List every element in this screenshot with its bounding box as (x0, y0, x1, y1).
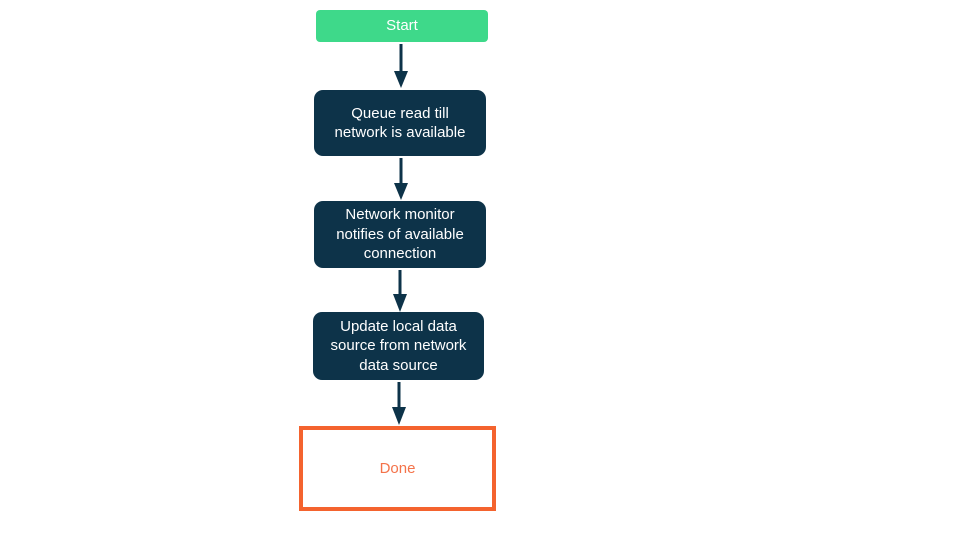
edge-monitor-to-update (391, 270, 409, 314)
node-queue-read[interactable]: Queue read till network is available (314, 90, 486, 156)
node-done[interactable]: Done (299, 426, 496, 511)
node-queue-read-label: Queue read till network is available (334, 104, 466, 142)
edge-start-to-queue (392, 44, 410, 90)
node-update-local-data[interactable]: Update local data source from network da… (313, 312, 484, 380)
node-network-monitor[interactable]: Network monitor notifies of available co… (314, 201, 486, 268)
node-start[interactable]: Start (316, 10, 488, 42)
edge-queue-to-monitor (392, 158, 410, 202)
edge-update-to-done (390, 382, 408, 426)
node-done-label: Done (379, 459, 416, 477)
node-network-monitor-label: Network monitor notifies of available co… (336, 206, 464, 263)
node-start-label: Start (386, 17, 418, 35)
node-update-local-data-label: Update local data source from network da… (330, 317, 467, 374)
